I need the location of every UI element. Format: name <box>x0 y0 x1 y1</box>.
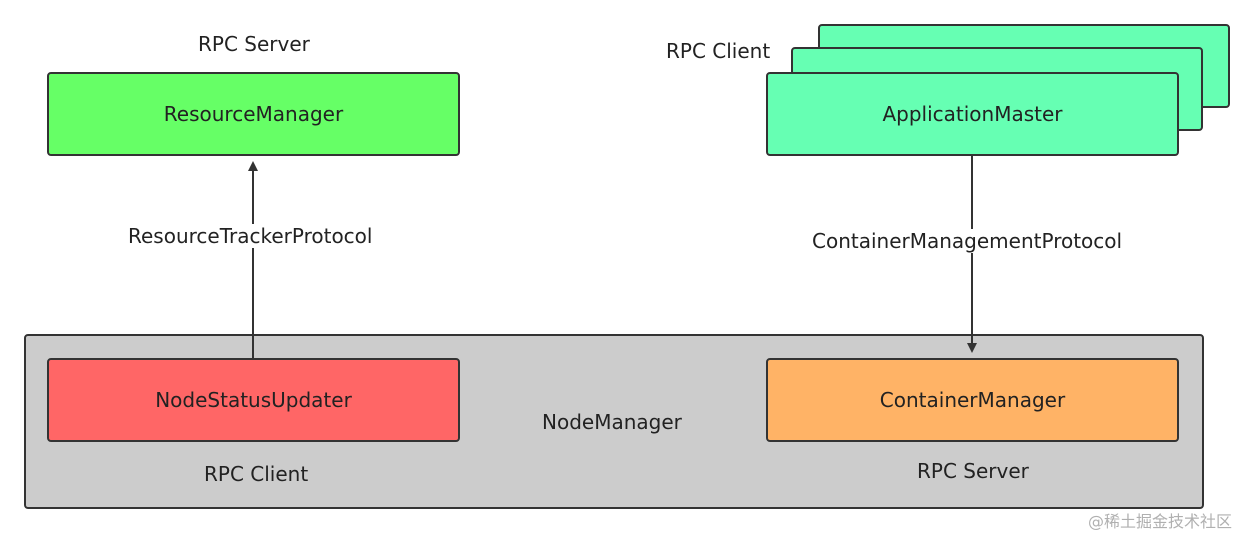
application-master-label: ApplicationMaster <box>882 102 1063 126</box>
resource-manager-role: RPC Server <box>198 32 310 56</box>
resource-tracker-protocol-label: ResourceTrackerProtocol <box>128 224 373 248</box>
resource-manager-label: ResourceManager <box>163 102 344 126</box>
node-status-updater-role: RPC Client <box>204 462 309 486</box>
node-status-updater-box: NodeStatusUpdater <box>47 358 460 442</box>
application-master-box: ApplicationMaster <box>766 72 1179 156</box>
container-manager-box: ContainerManager <box>766 358 1179 442</box>
watermark: @稀土掘金技术社区 <box>1088 512 1233 531</box>
container-management-protocol-label: ContainerManagementProtocol <box>812 229 1123 253</box>
node-status-updater-label: NodeStatusUpdater <box>155 388 352 412</box>
application-master-role: RPC Client <box>666 39 771 63</box>
node-manager-label: NodeManager <box>542 410 682 434</box>
container-manager-label: ContainerManager <box>879 388 1066 412</box>
container-manager-role: RPC Server <box>917 459 1029 483</box>
resource-manager-box: ResourceManager <box>47 72 460 156</box>
